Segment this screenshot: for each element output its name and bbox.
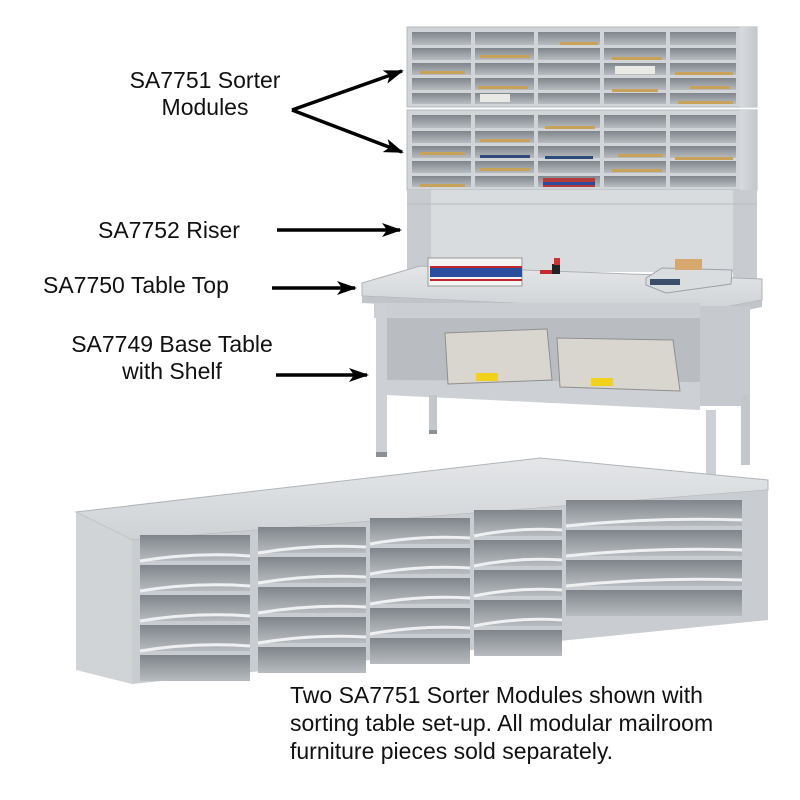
callout-line: SA7752 Riser <box>98 217 240 243</box>
sorter-arrow-lower <box>291 108 404 154</box>
sorter-module-standalone <box>74 457 769 684</box>
callout-line: Modules <box>161 94 249 120</box>
callout-line: SA7750 Table Top <box>43 272 229 298</box>
caption: Two SA7751 Sorter Modules shown with sor… <box>290 681 713 765</box>
callout-riser: SA7752 Riser <box>98 217 240 244</box>
callout-sorter-modules: SA7751 Sorter Modules <box>120 67 290 121</box>
sorter-module-lower <box>406 109 758 191</box>
postal-scale <box>645 259 733 294</box>
caption-line: sorting table set-up. All modular mailro… <box>290 710 714 736</box>
sorter-arrow-upper <box>291 69 404 112</box>
rubber-stamp <box>540 258 560 274</box>
callout-base-table: SA7749 Base Table with Shelf <box>71 331 273 385</box>
caption-line: furniture pieces sold separately. <box>290 738 614 764</box>
storage-bin <box>556 337 681 392</box>
callout-line: SA7749 Base Table <box>71 331 273 357</box>
caption-line: Two SA7751 Sorter Modules shown with <box>290 682 703 708</box>
callout-arrows <box>272 69 404 382</box>
priority-mail-box <box>427 257 523 287</box>
storage-bin <box>444 328 553 385</box>
callout-table-top: SA7750 Table Top <box>43 272 229 299</box>
callout-line: SA7751 Sorter <box>129 67 281 93</box>
callout-line: with Shelf <box>122 358 222 384</box>
sorter-module-upper <box>406 26 758 108</box>
